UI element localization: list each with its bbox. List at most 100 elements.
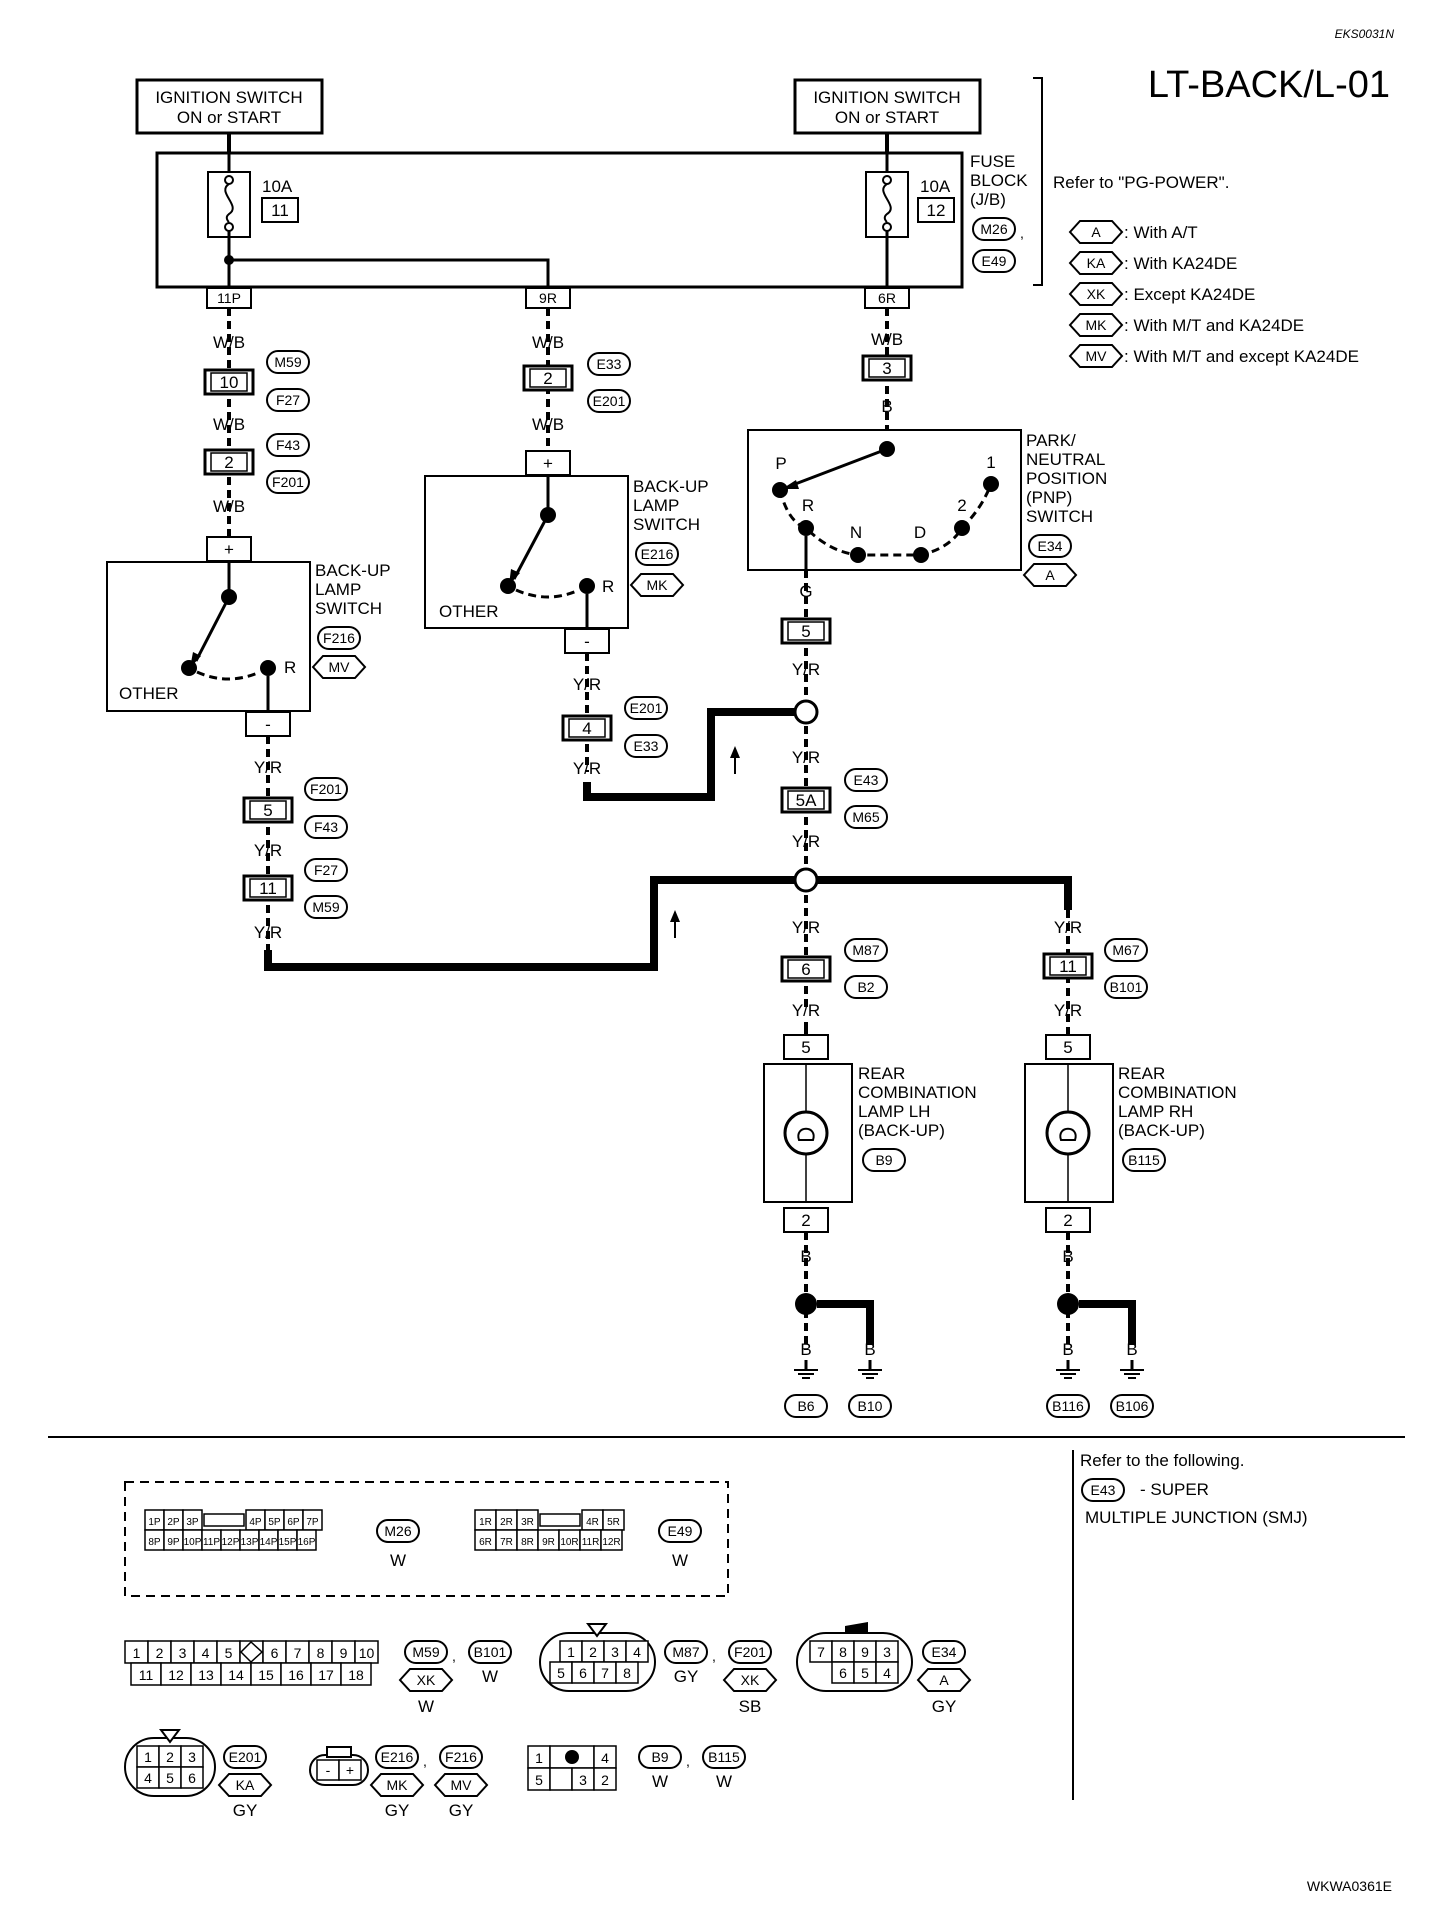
e34-r1-pin-0: 7: [817, 1644, 825, 1660]
e49-r1b-pin-0: 4R: [586, 1517, 599, 1528]
b9-r2-pin-2: 2: [601, 1772, 609, 1788]
m59-opt-shape: [398, 1668, 454, 1692]
lamp-lh-label-2: COMBINATION: [858, 1083, 977, 1102]
m87-color: GY: [674, 1667, 699, 1686]
e49-r1a-pin-2: 3R: [521, 1517, 534, 1528]
connector-2a: 2: [203, 448, 255, 476]
ground-rh: B B B B116 B106: [1046, 1232, 1154, 1418]
pnp-pos-r: R: [802, 496, 814, 515]
wire-b-lh2: B: [800, 1340, 811, 1359]
m87-r1-pin-0: 1: [567, 1644, 575, 1660]
backup-switch-mid-conn: E216: [635, 542, 679, 566]
backup-switch-left-opt-text: MV: [329, 659, 351, 675]
f201-conn-text: F201: [734, 1644, 766, 1660]
connector-11b-m67: M67: [1104, 938, 1148, 962]
wire-wb-1: W/B: [213, 333, 245, 352]
f216-conn-text: F216: [445, 1749, 477, 1765]
e201-r2-cell-2: [180, 1766, 204, 1789]
pnp-switch: P R N D 2 1 PARK/ NEUTRAL POSITION (PNP)…: [747, 429, 1107, 587]
fuse-12-amp: 10A: [920, 177, 951, 196]
connector-2b-e33-text: E33: [597, 356, 622, 372]
m87-r2-pin-2: 7: [601, 1665, 609, 1681]
connector-10-pin: 10: [220, 373, 239, 392]
legend-a-code: A: [1091, 224, 1101, 240]
connector-4-e201-text: E201: [630, 700, 663, 716]
connector-5b-f43: F43: [304, 815, 348, 839]
wire-wb-r1: W/B: [871, 330, 903, 349]
connector-11b-b101: B101: [1104, 975, 1148, 999]
connector-11a-m59-text: M59: [312, 899, 339, 915]
e201-conn-shape: [223, 1745, 267, 1769]
backup-switch-mid-label-2: LAMP: [633, 496, 679, 515]
legend-mv-code: MV: [1086, 348, 1108, 364]
ground-b10-text: B10: [858, 1398, 883, 1414]
e34-key: [845, 1622, 868, 1634]
lamp-lh: 5 2 REAR COMBINATION LAMP LH (BACK-UP) B…: [763, 1034, 977, 1233]
legend: A : With A/T KA : With KA24DE XK : Excep…: [1069, 220, 1359, 368]
f216-opt-text: MV: [451, 1777, 473, 1793]
f216-opt-shape: [433, 1773, 489, 1797]
connector-6-m87: M87: [844, 938, 888, 962]
lamp-rh-label-4: (BACK-UP): [1118, 1121, 1205, 1140]
backup-switch-left-minus: -: [265, 715, 271, 734]
connector-4: 4: [561, 714, 613, 742]
legend-xk-text: : Except KA24DE: [1124, 285, 1255, 304]
wire-b-lh1: B: [800, 1247, 811, 1266]
m59-r1-pin-6: 6: [271, 1645, 279, 1661]
m59-r1-pin-9: 9: [340, 1645, 348, 1661]
m26-r1a-pin-1: 2P: [167, 1517, 180, 1528]
m59-r1-pin-4: 5: [225, 1645, 233, 1661]
wire-yr-l3: Y/R: [254, 923, 282, 942]
fuse-block-conn-m26: M26: [972, 217, 1016, 241]
lamp-lh-label-4: (BACK-UP): [858, 1121, 945, 1140]
e201-r2-pin-2: 6: [188, 1770, 196, 1786]
m59-r1-pin-3: 4: [202, 1645, 210, 1661]
connector-2c-pin: 2: [801, 1211, 810, 1230]
connector-5A: 5A: [780, 786, 832, 814]
m59-r1-pin-7: 7: [294, 1645, 302, 1661]
pnp-pos-p: P: [775, 454, 786, 473]
m26-r2-pin-7: 15P: [279, 1537, 297, 1548]
e216-pins-cell-1: [338, 1759, 362, 1781]
connector-10-f27-text: F27: [276, 392, 300, 408]
e34-r2-pin-2: 4: [883, 1665, 891, 1681]
connector-5A-e43-text: E43: [854, 772, 879, 788]
wire-wb-2: W/B: [213, 415, 245, 434]
connector-4-e201: E201: [624, 696, 668, 720]
e201-r1-pin-1: 2: [166, 1749, 174, 1765]
m26-r1a-pin-0: 1P: [148, 1517, 161, 1528]
fuse-11: 10A 11: [207, 153, 299, 238]
m59-r1-pin-8: 8: [317, 1645, 325, 1661]
connector-11a-f27: F27: [304, 858, 348, 882]
b9-r1-pin-2: 4: [601, 1750, 609, 1766]
wire-b-lh3: B: [864, 1340, 875, 1359]
m59-r2-cell-7: [340, 1662, 372, 1686]
backup-switch-left-conn-text: F216: [323, 630, 355, 646]
e49-r2-pin-2: 8R: [521, 1537, 534, 1548]
m59-color: W: [418, 1697, 434, 1716]
backup-switch-mid: + R OTHER - BACK-UP LAMP SWITCH E216 MK: [424, 450, 709, 654]
b115-conn-text: B115: [708, 1749, 740, 1765]
connector-2a-f43: F43: [266, 433, 310, 457]
m26-key: [203, 1513, 245, 1527]
fuse-11-amp: 10A: [262, 177, 293, 196]
wire-yr-fr1: Y/R: [1054, 918, 1082, 937]
ground-b6: B6: [784, 1394, 828, 1418]
m59-r2-pin-3: 14: [228, 1667, 244, 1683]
fuse-12: 10A 12: [865, 153, 955, 238]
pnp-label-2: NEUTRAL: [1026, 450, 1105, 469]
wire-b-r1: B: [881, 397, 892, 416]
pnp-label-1: PARK/: [1026, 431, 1076, 450]
lamp-lh-label-3: LAMP LH: [858, 1102, 930, 1121]
pnp-pos-2: 2: [957, 496, 966, 515]
e34-color: GY: [932, 1697, 957, 1716]
legend-a-text: : With A/T: [1124, 223, 1198, 242]
m87-r2-pin-0: 5: [557, 1665, 565, 1681]
pin-6r-text: 6R: [878, 290, 896, 306]
wire-yr-r4: Y/R: [792, 918, 820, 937]
refer-code: E43: [1081, 1478, 1125, 1502]
e34-conn-shape: [922, 1640, 966, 1664]
pnp-conn-text: E34: [1038, 538, 1063, 554]
backup-switch-mid-r: R: [602, 577, 614, 596]
